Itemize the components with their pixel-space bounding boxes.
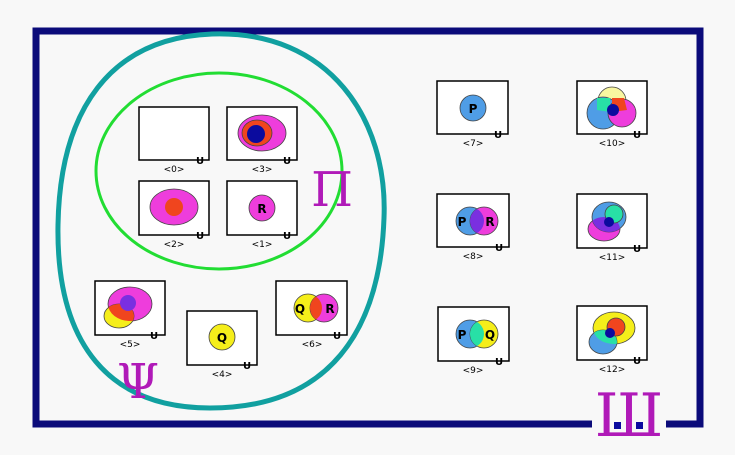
box-number: <0> xyxy=(164,165,185,175)
venn-box-7: P U <7> xyxy=(436,80,509,149)
psi-region-boundary xyxy=(55,31,387,411)
box-number: <1> xyxy=(252,240,273,250)
set-letter-r: R xyxy=(325,302,334,316)
venn-box-10: U <10> xyxy=(576,80,648,149)
box-number: <12> xyxy=(599,365,626,375)
psi-symbol: Ψ xyxy=(117,354,159,410)
set-letter-q: Q xyxy=(485,328,495,342)
sha-symbol: Ш xyxy=(595,381,663,451)
venn-box-8: P R U <8> xyxy=(436,193,510,262)
universe-label: U xyxy=(150,331,158,342)
venn-box-12: U <12> xyxy=(576,305,648,375)
universe-frame xyxy=(32,27,704,428)
universe-label: U xyxy=(243,361,251,372)
set-letter-q: Q xyxy=(295,302,305,316)
pi-region-boundary xyxy=(94,71,344,271)
set-letter-r: R xyxy=(485,215,494,229)
venn-box-3: U <3> xyxy=(226,106,298,175)
set-letter-p: P xyxy=(458,328,467,342)
venn-box-4: Q U <4> xyxy=(186,310,258,380)
box-number: <2> xyxy=(164,240,185,250)
box-number: <4> xyxy=(212,370,233,380)
box-number: <7> xyxy=(463,139,484,149)
set-letter-q: Q xyxy=(217,331,227,345)
universe-label: U xyxy=(495,357,503,368)
sha-symbol-backdrop xyxy=(592,392,666,442)
sha-dot-right xyxy=(636,422,643,429)
venn-box-6: Q R U <6> xyxy=(275,280,348,350)
universe-label: U xyxy=(196,231,204,242)
venn-box-1: R U <1> xyxy=(226,180,298,250)
venn-box-11: U <11> xyxy=(576,193,648,263)
venn-box-5: U <5> xyxy=(94,280,166,350)
universe-label: U xyxy=(196,156,204,167)
box-number: <11> xyxy=(599,253,626,263)
universe-label: U xyxy=(283,156,291,167)
box-number: <10> xyxy=(599,139,626,149)
set-letter-p: P xyxy=(469,102,478,116)
universe-label: U xyxy=(633,356,641,367)
universe-label: U xyxy=(495,243,503,254)
box-number: <6> xyxy=(302,340,323,350)
set-letter-p: P xyxy=(458,215,467,229)
universe-label: U xyxy=(333,331,341,342)
universe-label: U xyxy=(283,231,291,242)
pi-symbol: Π xyxy=(311,162,353,218)
venn-box-2: U <2> xyxy=(138,180,210,250)
universe-label: U xyxy=(494,130,502,141)
box-number: <3> xyxy=(252,165,273,175)
box-number: <5> xyxy=(120,340,141,350)
box-number: <8> xyxy=(463,252,484,262)
universe-label: U xyxy=(633,244,641,255)
venn-box-9: P Q U <9> xyxy=(437,306,510,376)
box-number: <9> xyxy=(463,366,484,376)
universe-label: U xyxy=(633,130,641,141)
sha-dot-left xyxy=(614,422,621,429)
venn-box-0: U <0> xyxy=(138,106,210,175)
set-letter-r: R xyxy=(257,202,266,216)
